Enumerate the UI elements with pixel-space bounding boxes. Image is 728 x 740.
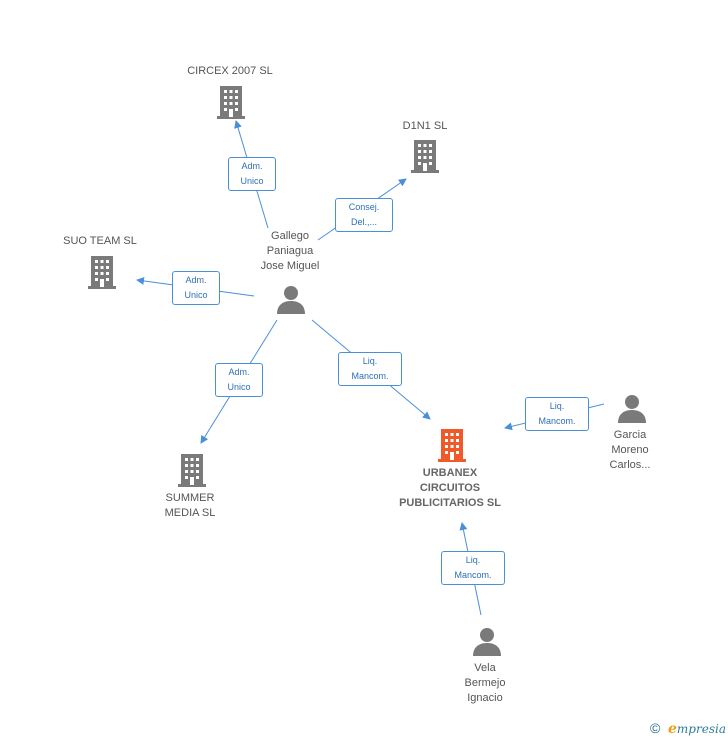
- copyright-icon: ©: [650, 720, 661, 736]
- relation-label-suo-team: Adm. Unico: [172, 271, 220, 305]
- vela-label[interactable]: Vela Bermejo Ignacio: [464, 662, 506, 704]
- relation-label-gallego-urbanex: Liq. Mancom.: [338, 352, 402, 386]
- d1n1-label[interactable]: D1N1 SL: [402, 120, 448, 132]
- suo-team-label[interactable]: SUO TEAM SL: [63, 235, 137, 247]
- summer-media-label[interactable]: SUMMER MEDIA SL: [164, 492, 216, 519]
- relation-label-circex: Adm. Unico: [228, 157, 276, 191]
- relation-label-vela-urbanex: Liq. Mancom.: [441, 551, 505, 585]
- relation-label-summer-media: Adm. Unico: [215, 363, 263, 397]
- brand-name: empresia: [668, 721, 726, 737]
- d1n1-building-icon[interactable]: [409, 139, 441, 173]
- urbanex-label[interactable]: URBANEX CIRCUITOS PUBLICITARIOS SL: [399, 467, 501, 509]
- empresia-logo[interactable]: © empresia: [650, 720, 728, 738]
- relation-label-d1n1: Consej. Del.,...: [335, 198, 393, 232]
- gallego-person-icon[interactable]: [276, 285, 306, 315]
- vela-person-icon[interactable]: [472, 627, 502, 657]
- garcia-person-icon[interactable]: [617, 394, 647, 424]
- suo-team-building-icon[interactable]: [86, 255, 118, 289]
- brand-initial: e: [668, 721, 677, 737]
- circex-building-icon[interactable]: [215, 85, 247, 119]
- relation-label-garcia-urbanex: Liq. Mancom.: [525, 397, 589, 431]
- urbanex-building-icon[interactable]: [436, 428, 468, 462]
- summer-media-building-icon[interactable]: [176, 453, 208, 487]
- brand-rest: mpresia: [676, 722, 726, 736]
- circex-label[interactable]: CIRCEX 2007 SL: [187, 65, 273, 77]
- garcia-label[interactable]: Garcia Moreno Carlos...: [609, 429, 651, 471]
- gallego-label[interactable]: Gallego Paniagua Jose Miguel: [260, 230, 320, 272]
